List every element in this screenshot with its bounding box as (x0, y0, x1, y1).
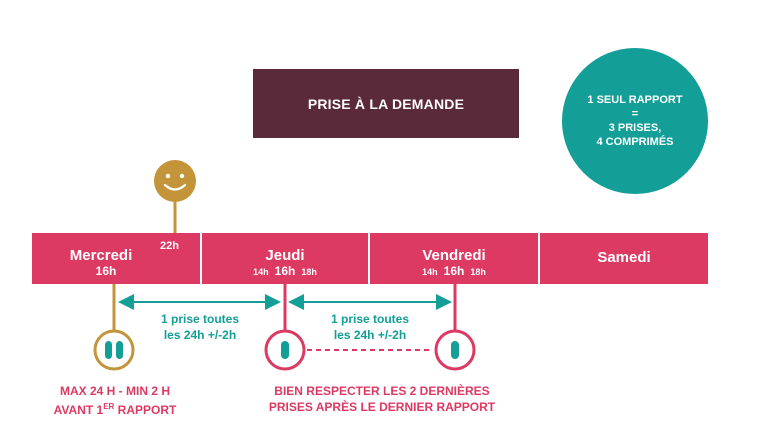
pill-icon-vendredi (451, 341, 459, 359)
first-dose-note-line1: MAX 24 H - MIN 2 H (59, 384, 170, 398)
last-doses-note-line2: PRISES APRÈS LE DERNIER RAPPORT (268, 400, 496, 414)
smiley-eye-right (179, 173, 185, 179)
time-jeudi-18h: 18h (301, 267, 317, 277)
title-box: PRISE À LA DEMANDE (253, 69, 519, 138)
time-vendredi-14h: 14h (422, 267, 438, 277)
interval-label-2: 1 prise toutes les 24h +/-2h (310, 311, 430, 343)
interval-label-2-line1: 1 prise toutes (330, 312, 410, 326)
first-dose-note-line2: AVANT 1ER RAPPORT (53, 402, 177, 417)
last-doses-note: BIEN RESPECTER LES 2 DERNIÈRES PRISES AP… (258, 383, 506, 415)
title-text: PRISE À LA DEMANDE (307, 95, 465, 112)
note-line-2: = (631, 108, 639, 120)
time-vendredi-18h: 18h (470, 267, 486, 277)
smiley-eye-left (165, 173, 171, 179)
note-line-1: 1 SEUL RAPPORT (587, 94, 683, 106)
time-vendredi-16h: 16h (443, 264, 465, 278)
smiley-mouth (163, 183, 187, 191)
day-samedi: Samedi (540, 233, 708, 284)
pill-icon-jeudi (281, 341, 289, 359)
rapport-note-circle: 1 SEUL RAPPORT = 3 PRISES, 4 COMPRIMÉS (562, 48, 708, 194)
pill-icon-2 (116, 341, 123, 359)
double-pill-marker (93, 329, 135, 371)
timeline-overlay (93, 284, 476, 371)
first-dose-note: MAX 24 H - MIN 2 H AVANT 1ER RAPPORT (40, 383, 190, 418)
time-jeudi-14h: 14h (253, 267, 269, 277)
note-line-3: 3 PRISES, (608, 122, 662, 134)
interval-label-1-line2: les 24h +/-2h (163, 328, 237, 342)
interval-label-2-line2: les 24h +/-2h (333, 328, 407, 342)
day-name-jeudi: Jeudi (265, 247, 305, 264)
day-mercredi: Mercredi 16h (32, 233, 200, 284)
last-doses-note-line1: BIEN RESPECTER LES 2 DERNIÈRES (274, 384, 490, 398)
note-line-4: 4 COMPRIMÉS (596, 136, 674, 148)
day-name-samedi: Samedi (597, 249, 651, 266)
smiley-marker (154, 160, 196, 236)
pill-icon-1 (105, 341, 112, 359)
day-vendredi: Vendredi 14h 16h 18h (370, 233, 538, 284)
time-jeudi-16h: 16h (274, 264, 296, 278)
interval-label-1: 1 prise toutes les 24h +/-2h (140, 311, 260, 343)
day-name-vendredi: Vendredi (422, 247, 486, 264)
day-name-mercredi: Mercredi (69, 247, 133, 264)
day-jeudi: Jeudi 14h 16h 18h (202, 233, 368, 284)
interval-label-1-line1: 1 prise toutes (160, 312, 240, 326)
time-mercredi-16h: 16h (95, 264, 117, 278)
smiley-icon (154, 160, 196, 202)
time-mercredi-22h: 22h (160, 240, 179, 252)
